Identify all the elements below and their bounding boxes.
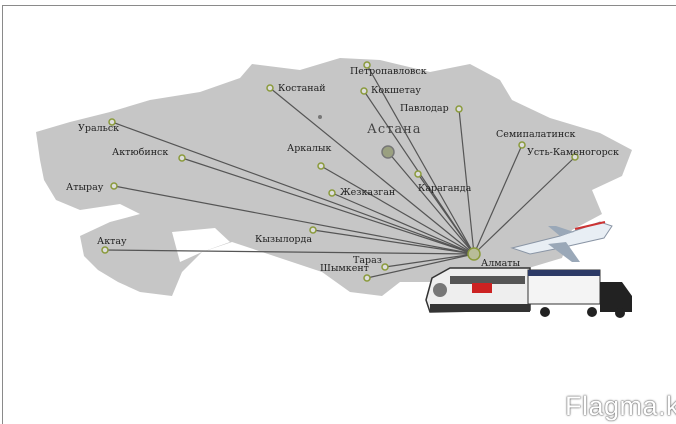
city-label: Кокшетау xyxy=(371,85,421,96)
city-label: Семипалатинск xyxy=(496,129,576,140)
city-marker xyxy=(317,162,325,170)
city-marker xyxy=(455,105,463,113)
city-marker xyxy=(108,118,116,126)
route-line xyxy=(181,157,475,255)
city-label: Усть-Каменогорск xyxy=(527,147,619,158)
route-line xyxy=(387,151,475,255)
route-line xyxy=(366,253,475,279)
route-line xyxy=(417,173,475,255)
hub-label: Алматы xyxy=(481,258,521,269)
city-label: Караганда xyxy=(418,183,472,194)
route-line xyxy=(269,87,475,255)
city-marker xyxy=(178,154,186,162)
capital-marker xyxy=(381,145,395,159)
route-line xyxy=(473,156,576,255)
city-marker xyxy=(328,189,336,197)
capital-label: Астана xyxy=(367,122,421,137)
route-line xyxy=(111,121,475,255)
route-line xyxy=(366,64,475,255)
routes xyxy=(104,64,576,279)
markers xyxy=(101,61,579,282)
city-label: Тараз xyxy=(353,255,382,266)
truck-icon xyxy=(527,269,632,318)
city-marker xyxy=(571,153,579,161)
city-label: Уральск xyxy=(78,123,119,134)
route-line xyxy=(384,253,475,268)
city-label: Аркалык xyxy=(287,143,331,154)
city-marker xyxy=(363,61,371,69)
city-label: Шымкент xyxy=(320,263,369,274)
image-frame xyxy=(2,5,676,424)
city-label: Актюбинск xyxy=(112,147,168,158)
route-line xyxy=(331,192,475,255)
city-marker xyxy=(518,141,526,149)
city-label: Актау xyxy=(97,236,127,247)
city-marker xyxy=(266,84,274,92)
city-label: Кызылорда xyxy=(255,234,312,245)
city-marker xyxy=(360,87,368,95)
train-icon xyxy=(425,267,531,313)
city-marker xyxy=(101,246,109,254)
city-marker xyxy=(110,182,118,190)
aral-sea xyxy=(172,228,230,262)
route-line xyxy=(458,108,475,255)
city-marker xyxy=(381,263,389,271)
city-label: Атырау xyxy=(66,182,104,193)
route-line xyxy=(320,165,475,255)
route-line xyxy=(113,185,475,255)
route-line xyxy=(473,144,523,255)
route-line xyxy=(104,249,475,255)
kazakhstan-territory xyxy=(36,58,632,296)
city-marker xyxy=(318,115,322,119)
route-line xyxy=(312,229,475,255)
hub-marker xyxy=(467,247,481,261)
watermark: Flagma.k xyxy=(564,391,676,421)
airplane-icon xyxy=(510,221,613,262)
city-label: Костанай xyxy=(278,83,326,94)
city-label: Петропавловск xyxy=(350,66,427,77)
city-label: Павлодар xyxy=(400,103,449,114)
city-marker xyxy=(309,226,317,234)
city-marker xyxy=(414,170,422,178)
city-marker xyxy=(363,274,371,282)
city-label: Жезказган xyxy=(340,187,395,198)
